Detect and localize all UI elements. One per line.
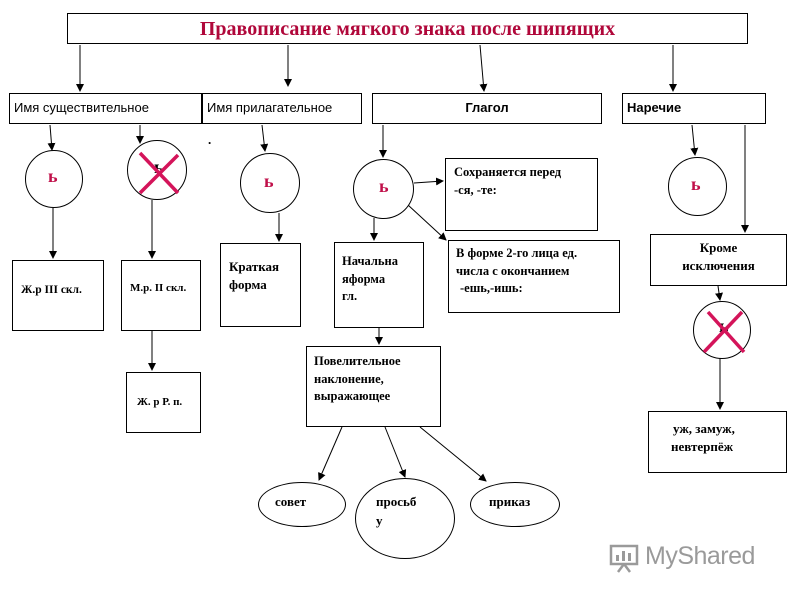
arrow-title-verb bbox=[479, 44, 488, 92]
second-person-line2: числа с окончанием bbox=[456, 263, 570, 278]
cross-icon bbox=[138, 151, 180, 195]
fem-3rd-decl-box: Ж.р III скл. bbox=[12, 260, 104, 331]
arrow-imp-order bbox=[419, 426, 487, 482]
soft-sign: ь bbox=[48, 166, 58, 186]
imperative-box: Повелительное наклонение, выражающее bbox=[306, 346, 441, 427]
infinitive-line3: гл. bbox=[342, 289, 358, 303]
arrow-noun-circle1 bbox=[47, 124, 56, 151]
soft-sign: ь bbox=[379, 176, 389, 196]
examples-line2: невтерпёж bbox=[671, 439, 734, 455]
arrow-imp-request bbox=[384, 426, 407, 478]
myshared-watermark: MyShared bbox=[608, 540, 768, 574]
second-person-line3: -ешь,-ишь: bbox=[460, 281, 523, 295]
arrow-except-circle bbox=[715, 285, 723, 301]
exceptions-box: Кроме исключения bbox=[650, 234, 787, 286]
masc-2nd-decl-box: М.р. II скл. bbox=[121, 260, 201, 331]
diagram-title: Правописание мягкого знака после шипящих bbox=[67, 13, 748, 44]
header-noun: Имя существительное bbox=[9, 93, 202, 124]
reflexive-line2: -ся, -те: bbox=[454, 182, 497, 197]
order-oval: приказ bbox=[470, 482, 560, 527]
cross-icon bbox=[702, 310, 746, 354]
reflexive-box: Сохраняется перед -ся, -те: bbox=[445, 158, 598, 231]
soft-sign-circle-noun-crossed: ь bbox=[127, 140, 187, 200]
second-person-box: В форме 2-го лица ед. числа с окончанием… bbox=[448, 240, 620, 313]
examples-line1: уж, замуж, bbox=[673, 421, 735, 436]
header-adverb: Наречие bbox=[622, 93, 766, 124]
fem-genitive-box: Ж. р Р. п. bbox=[126, 372, 201, 433]
arrow-adj-circle bbox=[260, 124, 269, 152]
request-line1: просьб bbox=[376, 494, 417, 509]
soft-sign: ь bbox=[264, 171, 274, 191]
watermark-text: MyShared bbox=[645, 542, 755, 570]
request-line2: у bbox=[376, 512, 383, 528]
soft-sign: ь bbox=[719, 316, 729, 336]
soft-sign-circle-adverb: ь bbox=[668, 157, 727, 216]
soft-sign-circle-adjective: ь bbox=[240, 153, 300, 213]
presentation-icon bbox=[609, 544, 639, 573]
header-adjective: Имя прилагательное bbox=[202, 93, 362, 124]
second-person-line1: В форме 2-го лица ед. bbox=[456, 246, 578, 260]
examples-box: уж, замуж, невтерпёж bbox=[648, 411, 787, 473]
exceptions-line1: Кроме bbox=[699, 240, 738, 255]
arrow-imp-advice bbox=[318, 426, 343, 481]
infinitive-line1: Начальна bbox=[342, 254, 398, 268]
short-form-line1: Краткая bbox=[229, 259, 280, 274]
arrow-verbcircle-reflexive bbox=[413, 177, 444, 186]
imperative-line3: выражающее bbox=[314, 389, 391, 403]
header-verb: Глагол bbox=[372, 93, 602, 124]
stray-dot: . bbox=[208, 132, 212, 147]
advice-oval: совет bbox=[258, 482, 346, 527]
short-form-box: Краткая форма bbox=[220, 243, 301, 327]
soft-sign: ь bbox=[154, 157, 164, 177]
short-form-line2: форма bbox=[229, 277, 267, 293]
soft-sign-circle-adverb-crossed: ь bbox=[693, 301, 751, 359]
arrow-adverb-circle bbox=[690, 124, 699, 156]
imperative-line2: наклонение, bbox=[314, 371, 384, 386]
infinitive-line2: яформа bbox=[342, 271, 386, 286]
arrow-verbcircle-2nd bbox=[407, 204, 447, 241]
exceptions-line2: исключения bbox=[682, 258, 755, 274]
reflexive-line1: Сохраняется перед bbox=[454, 165, 562, 179]
soft-sign-circle-verb: ь bbox=[353, 159, 414, 219]
infinitive-box: Начальна яформа гл. bbox=[334, 242, 424, 328]
imperative-line1: Повелительное bbox=[314, 354, 401, 368]
soft-sign: ь bbox=[691, 174, 701, 194]
request-oval: просьб у bbox=[355, 478, 455, 559]
soft-sign-circle-noun: ь bbox=[25, 150, 83, 208]
